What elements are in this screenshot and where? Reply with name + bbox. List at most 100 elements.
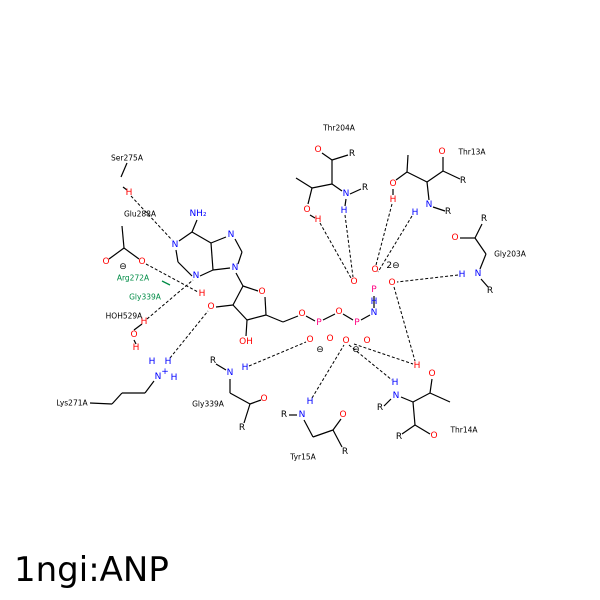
bond <box>305 315 316 322</box>
bond <box>401 424 416 435</box>
atom-label-h_n: H <box>149 357 156 367</box>
hydrogen-bond <box>348 344 393 381</box>
bond <box>282 315 299 323</box>
residue-label: Gly339A <box>129 293 162 302</box>
atom-label-r: R <box>210 356 216 366</box>
bond <box>344 198 347 207</box>
covalent-bonds <box>89 152 489 448</box>
residue-label: Thr13A <box>457 148 486 157</box>
atom-label-n: N <box>232 263 239 273</box>
bond <box>133 323 143 331</box>
bond <box>199 269 214 277</box>
atom-label-n: N <box>299 410 306 420</box>
atom-label-r: R <box>362 183 368 193</box>
atom-label-r: R <box>281 410 287 420</box>
atom-label-r: R <box>342 447 348 457</box>
atom-label-h_o: H <box>390 195 397 205</box>
atom-label-n: + <box>161 367 169 377</box>
atom-label-p: P <box>316 318 322 328</box>
bond <box>265 314 284 323</box>
diagram-title: 1ngi:ANP <box>14 550 169 590</box>
bond <box>414 424 431 435</box>
atom-label-o: O <box>342 336 349 346</box>
residue-label: HOH529A <box>106 312 143 321</box>
bond <box>432 206 446 212</box>
atom-label-h_n: H <box>459 270 466 280</box>
bond <box>295 177 313 189</box>
bond <box>400 396 414 403</box>
residue-labels: Ser275AGlu288AArg272AGly339AHOH529ALys27… <box>56 124 526 462</box>
hydrogen-bond <box>319 222 352 279</box>
atom-label-r: R <box>460 176 466 186</box>
atom-label-n: N <box>393 391 400 401</box>
hydrogen-bond <box>396 274 459 283</box>
bond <box>321 152 333 161</box>
bond <box>480 278 489 288</box>
atom-label-o: O <box>451 233 458 243</box>
hydrogen-bond <box>146 279 194 320</box>
hydrogen-bond <box>248 341 307 367</box>
atom-label-n: N <box>155 372 162 382</box>
bond <box>175 249 179 263</box>
bond <box>178 231 193 242</box>
bond <box>246 314 267 321</box>
bond <box>191 219 198 233</box>
atom-label-h_n: H <box>341 206 348 216</box>
bond <box>89 402 113 405</box>
bond <box>242 285 259 292</box>
atom-label-o: O <box>388 278 395 288</box>
bond <box>210 236 227 244</box>
bond <box>331 154 349 161</box>
atom-label-h_o: H <box>141 317 148 327</box>
hydrogen-bond <box>377 215 413 273</box>
atom-label-h_n: H <box>242 363 249 373</box>
atom-label-r: R <box>481 214 487 224</box>
residue-label: Arg272A <box>117 274 150 283</box>
hydrogen-bond <box>130 195 173 241</box>
atom-label-n: N <box>193 271 200 281</box>
atom-label-charge: 2⊖ <box>386 261 399 271</box>
atom-label-o: O <box>363 336 370 346</box>
bond <box>312 429 334 438</box>
bond <box>412 392 431 403</box>
atom-label-o: O <box>389 179 396 189</box>
atom-label-h_o: H <box>199 289 206 299</box>
residue-label: Tyr15A <box>289 453 316 462</box>
bond <box>311 183 333 189</box>
atom-label-o: O <box>350 277 357 287</box>
bond <box>249 399 262 405</box>
bond <box>406 171 428 183</box>
bond <box>232 285 244 306</box>
bond <box>215 304 234 308</box>
bond <box>383 398 392 407</box>
bond <box>429 378 433 394</box>
atom-label-o: O <box>303 205 310 215</box>
atom-label-h_n: H <box>412 208 419 218</box>
atom-label-charge: ⊖ <box>119 262 127 272</box>
bond <box>234 238 243 253</box>
atom-label-h_n: H <box>392 378 399 388</box>
bond <box>322 313 336 321</box>
atom-label-r: R <box>377 403 383 413</box>
atom-label-o: O <box>438 147 445 157</box>
atom-label-r: R <box>396 432 402 442</box>
atom-label-p: P <box>371 285 377 295</box>
residue-label: Ser275A <box>111 154 144 163</box>
atom-label-n: N <box>371 308 378 318</box>
bond <box>332 429 343 448</box>
bond <box>406 154 409 173</box>
bond <box>426 170 444 183</box>
atom-label-h_o: H <box>126 188 133 198</box>
bond <box>111 392 123 405</box>
bond <box>264 296 267 316</box>
hydrogen-bond <box>169 310 209 359</box>
residue-label: Glu288A <box>124 210 157 219</box>
atom-label-o: O <box>430 431 437 441</box>
bond <box>331 183 343 192</box>
bond <box>122 186 128 191</box>
bond <box>479 253 487 270</box>
hydrogen-bonds <box>130 195 459 399</box>
atom-label-n: N <box>343 189 350 199</box>
